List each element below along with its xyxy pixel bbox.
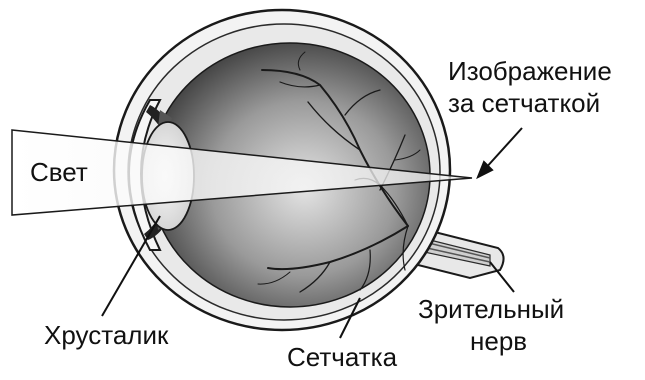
label-lens: Хрусталик [44,320,169,350]
label-retina: Сетчатка [287,342,398,372]
label-image-line1: Изображение [448,56,612,86]
label-optic-nerve-line1: Зрительный [418,294,564,324]
label-light: Свет [30,157,88,187]
arrow-image [484,128,522,170]
label-optic-nerve-line2: нерв [470,326,527,356]
label-image-line2: за сетчаткой [448,88,600,118]
